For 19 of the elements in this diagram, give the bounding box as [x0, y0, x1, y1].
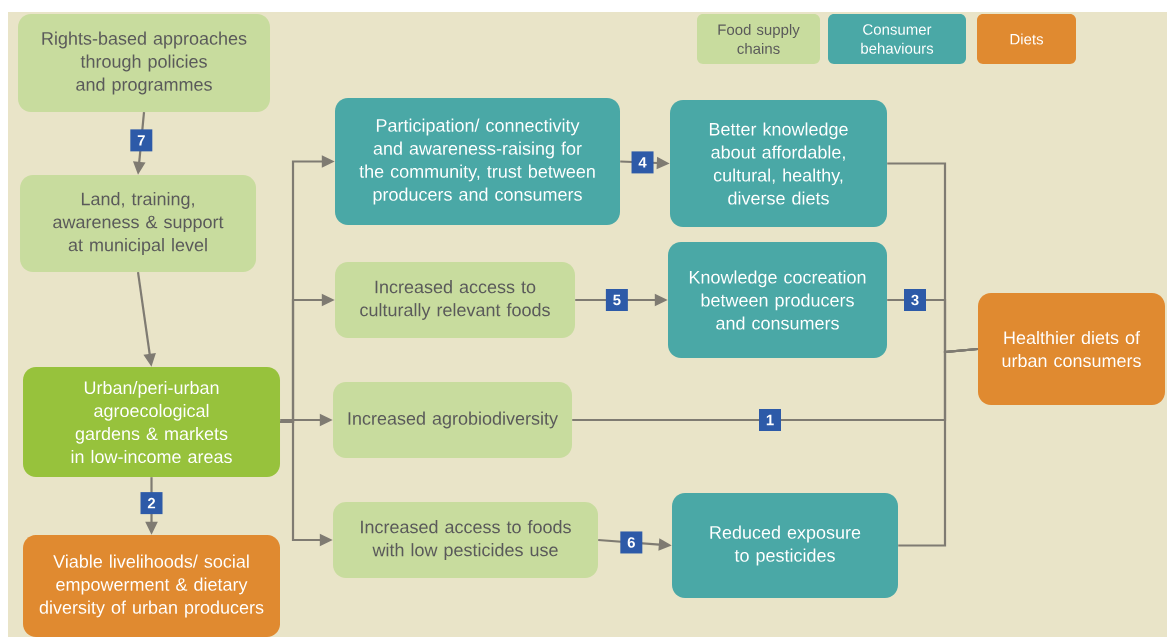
process-box: Better knowledge about affordable, cultural, healthy, diverse diets: [670, 100, 887, 227]
process-box: Rights-based approaches through policies and programmes: [18, 14, 270, 112]
process-box: Increased access to culturally relevant foods: [335, 262, 575, 338]
process-box: Increased access to foods with low pesticides use: [333, 502, 598, 578]
process-box: Land, training, awareness & support at municipal level: [20, 175, 256, 272]
process-box: Increased agrobiodiversity: [333, 382, 572, 458]
edge-label: 4: [631, 151, 654, 174]
edge-label: 5: [605, 289, 628, 311]
edge-label: 2: [140, 492, 163, 515]
process-box: Reduced exposure to pesticides: [672, 493, 898, 598]
process-box: Urban/peri-urban agroecological gardens & markets in low-income areas: [23, 367, 280, 477]
edge-label: 7: [130, 129, 153, 152]
process-box: Participation/ connectivity and awareness-raising for the community, trust between producers and consumers: [335, 98, 620, 225]
edge-label: 3: [904, 289, 926, 311]
outcome-box: Viable livelihoods/ social empowerment & dietary diversity of urban producers: [23, 535, 280, 637]
outcome-box: Healthier diets of urban consumers: [978, 293, 1165, 405]
edge-label: 1: [759, 409, 781, 431]
edge-label: 6: [620, 531, 643, 554]
process-box: Knowledge cocreation between producers and consumers: [668, 242, 887, 358]
